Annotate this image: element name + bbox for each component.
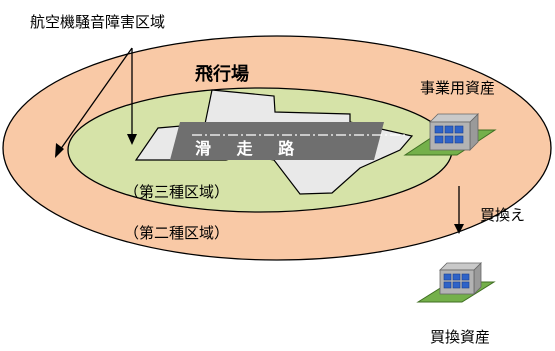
- noise-zone-arrows: [55, 47, 137, 158]
- business-asset-icon: [403, 113, 497, 156]
- zone-3-label: （第三種区域）: [124, 183, 229, 201]
- noise-zone-label: 航空機騒音障害区域: [30, 13, 165, 31]
- replacement-asset-icon: [416, 262, 496, 303]
- zone-2-label: （第二種区域）: [124, 224, 229, 242]
- replacement-arrow: [454, 186, 464, 234]
- replacement-asset-label: 買換資産: [430, 328, 490, 346]
- airport-label: 飛行場: [195, 63, 249, 85]
- runway-label: 滑 走 路: [195, 139, 304, 158]
- replacement-label: 買換え: [480, 206, 525, 224]
- building-window-icon: [434, 125, 464, 144]
- business-asset-label: 事業用資産: [420, 79, 495, 97]
- building-window-icon: [443, 273, 470, 289]
- building-top: [429, 113, 479, 123]
- runway: [170, 122, 384, 160]
- building-top: [439, 262, 482, 271]
